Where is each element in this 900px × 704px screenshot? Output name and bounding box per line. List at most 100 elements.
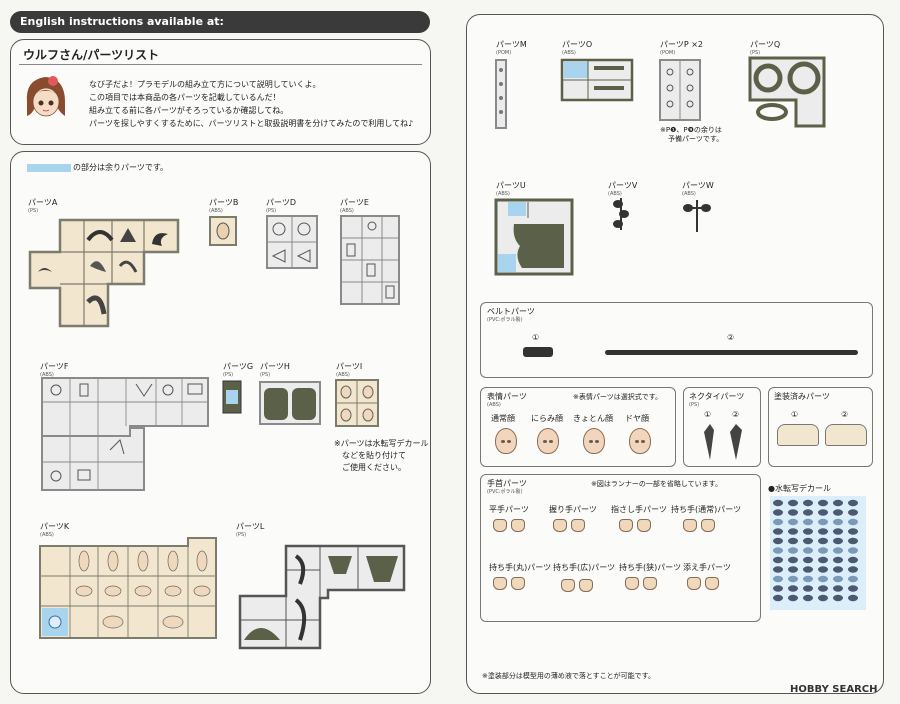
runner-p (658, 58, 702, 122)
decal-eye (818, 575, 828, 583)
part-b-material: (ABS) (209, 208, 223, 214)
hand-grip-narrow-part (625, 577, 639, 590)
painted-part-2 (825, 424, 867, 446)
intro-line: 組み立てる前に各パーツがそろっているか確認してね。 (89, 106, 289, 115)
decal-eye (803, 556, 813, 564)
hand-support-label: 添え手パーツ (683, 563, 731, 572)
decal-eye (788, 518, 798, 526)
necktie-part-shape (696, 422, 752, 462)
face-blank-label: きょとん顔 (573, 414, 613, 423)
decal-eye (848, 556, 858, 564)
hand-fist-part (571, 519, 585, 532)
decal-eye (833, 528, 843, 535)
decal-note-line: などを貼り付けて (342, 451, 406, 460)
face-blank-part (583, 428, 605, 454)
part-g-label: パーツG (223, 362, 254, 371)
face-normal-part (495, 428, 517, 454)
runner-w (680, 196, 714, 234)
decal-eye (833, 518, 843, 526)
decal-eye (818, 585, 828, 592)
part-g-material: (PS) (223, 372, 234, 378)
hand-support-part (705, 577, 719, 590)
intro-line: なび子だよ！プラモデルの組み立て方について説明していくよ。 (89, 80, 321, 89)
part-d-material: (PS) (266, 208, 277, 214)
part-e-label: パーツE (340, 198, 369, 207)
p-spare-note-line: ※P❶、P❾の余りは (660, 126, 722, 134)
part-i-label: パーツI (336, 362, 363, 371)
hand-grip-round-part (511, 577, 525, 590)
decal-eye (833, 594, 843, 602)
face-glare-label: にらみ顔 (531, 414, 563, 423)
decal-eye (848, 566, 858, 573)
part-f-material: (ABS) (40, 372, 54, 378)
hand-pointing-label: 指さし手パーツ (611, 505, 667, 514)
decal-sheet (770, 496, 866, 610)
decal-eye (833, 566, 843, 573)
runner-l (238, 540, 408, 650)
intro-text: なび子だよ！プラモデルの組み立て方について説明していくよ。 この項目では本商品の… (89, 78, 413, 130)
hand-fist-label: 握り手パーツ (549, 505, 597, 514)
decal-eye (803, 518, 813, 526)
intro-line: この項目では本商品の各パーツを記載しているんだ！ (89, 93, 281, 102)
hand-grip-wide-part (579, 579, 593, 592)
belt-parts-box: ベルトパーツ (PVC:ポラル製) ① ② (480, 302, 873, 378)
decal-eye (818, 509, 828, 516)
hand-grip-normal-part (683, 519, 697, 532)
belt-buckle (523, 347, 553, 357)
decal-eye (773, 499, 783, 507)
decal-eye (773, 585, 783, 592)
decal-eye (818, 499, 828, 507)
face-glare-part (537, 428, 559, 454)
decal-eye (788, 585, 798, 592)
instructions-url-banner[interactable]: English instructions available at: https… (10, 11, 430, 50)
decal-eye (803, 566, 813, 573)
part-u-label: パーツU (496, 181, 526, 190)
decal-note-line: ご使用ください。 (342, 463, 406, 472)
part-o-label: パーツO (562, 40, 593, 49)
decal-note-line: ※パーツは水転写デカール (334, 439, 429, 448)
face-smug-label: ドヤ顔 (625, 414, 649, 423)
hand-grip-wide-label: 持ち手(広)パーツ (553, 563, 616, 572)
hand-parts-material: (PVC:ポラル製) (487, 489, 523, 495)
hand-support-part (687, 577, 701, 590)
face-normal-label: 通常顔 (491, 414, 515, 423)
expression-parts-title: 表情パーツ (487, 392, 527, 401)
expression-selection-note: ※表情パーツは選択式です。 (573, 393, 663, 401)
expression-parts-box: 表情パーツ (ABS) ※表情パーツは選択式です。 通常顔 にらみ顔 きょとん顔… (480, 387, 676, 467)
runner-a (28, 214, 184, 330)
decal-eye (773, 537, 783, 545)
part-e-material: (ABS) (340, 208, 354, 214)
decal-eye (833, 556, 843, 564)
hand-grip-normal-label: 持ち手(通常)パーツ (671, 505, 742, 514)
runner-d (264, 214, 320, 270)
title-divider (19, 64, 422, 65)
part-v-material: (ABS) (608, 191, 622, 197)
decal-eye (818, 566, 828, 573)
decal-eye (788, 566, 798, 573)
runner-f (40, 376, 210, 492)
decal-eye (848, 575, 858, 583)
runner-k (38, 536, 218, 640)
paint-removal-note: ※塗装部分は模型用の薄め液で落とすことが可能です。 (482, 672, 655, 680)
belt-part-1-number: ① (532, 333, 540, 342)
intro-line: パーツを探しやすくするために、パーツリストと取扱説明書を分けてみたので利用してね… (89, 119, 414, 128)
decal-eye (833, 537, 843, 545)
hand-fist-part (553, 519, 567, 532)
part-b-label: パーツB (209, 198, 239, 207)
p-spare-note: ※P❶、P❾の余りは 予備パーツです。 (660, 126, 723, 144)
decal-eye (848, 547, 858, 554)
decal-eye (833, 499, 843, 507)
decal-eye (773, 566, 783, 573)
necktie-parts-title: ネクタイパーツ (689, 392, 745, 401)
necktie-part-2-number: ② (732, 410, 740, 419)
decal-eye (818, 537, 828, 545)
decal-eye (833, 547, 843, 554)
hand-grip-narrow-label: 持ち手(狭)パーツ (619, 563, 682, 572)
hand-grip-normal-part (701, 519, 715, 532)
runner-h (258, 380, 322, 426)
part-v-label: パーツV (608, 181, 638, 190)
part-l-material: (PS) (236, 532, 247, 538)
decal-eye (848, 585, 858, 592)
page-title: ウルフさん/パーツリスト (23, 48, 160, 62)
runner-b (209, 216, 237, 246)
